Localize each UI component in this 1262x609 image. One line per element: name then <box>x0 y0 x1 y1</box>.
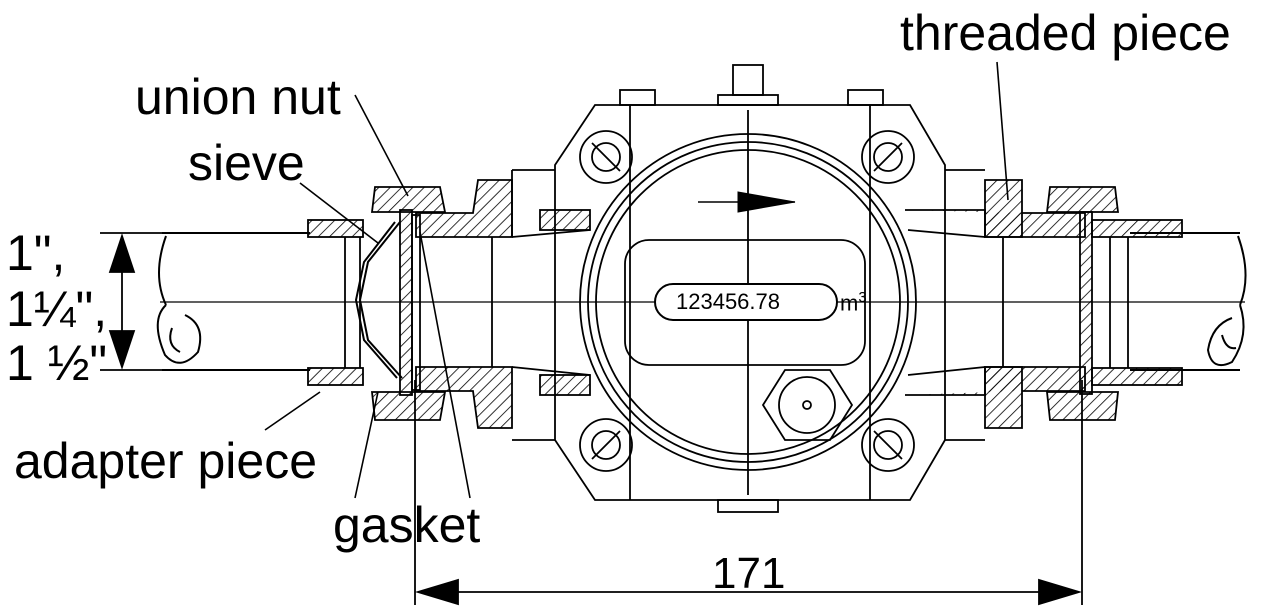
meter-unit: m3 <box>840 290 867 314</box>
size-dimension <box>100 232 168 371</box>
size-label-1: 1", <box>6 225 66 281</box>
adapter-piece-left <box>307 219 364 386</box>
display-window <box>654 283 838 321</box>
flow-arrow-icon <box>698 191 796 213</box>
meter-unit-exponent: 3 <box>858 289 867 306</box>
meter-housing <box>511 64 985 513</box>
arrow-down-icon <box>108 330 136 370</box>
adapter-piece-right <box>1079 211 1183 395</box>
threaded-piece <box>905 179 1086 429</box>
leader-lines <box>264 61 1009 499</box>
arrow-up-icon <box>108 233 136 273</box>
size-label-3: 1 ½" <box>6 335 108 391</box>
arrow-left-icon <box>414 578 459 606</box>
sieve <box>354 221 403 379</box>
adapter-piece-label: adapter piece <box>14 433 318 489</box>
union-nut-right <box>1045 186 1120 421</box>
length-dimension <box>414 380 1083 606</box>
gasket-label: gasket <box>333 497 481 553</box>
sieve-label: sieve <box>188 135 305 191</box>
pipe-left <box>156 232 310 371</box>
arrow-right-icon <box>1038 578 1083 606</box>
size-label-2: 1¼", <box>6 281 108 337</box>
threaded-piece-label: threaded piece <box>900 5 1231 61</box>
valve-plug <box>761 369 854 441</box>
union-nut-label: union nut <box>135 69 341 125</box>
flange-left <box>415 179 591 429</box>
meter-unit-base: m <box>840 290 859 316</box>
meter-reading: 123456.78 <box>676 289 780 314</box>
bolts <box>579 130 915 472</box>
length-dimension-value: 171 <box>712 549 786 598</box>
